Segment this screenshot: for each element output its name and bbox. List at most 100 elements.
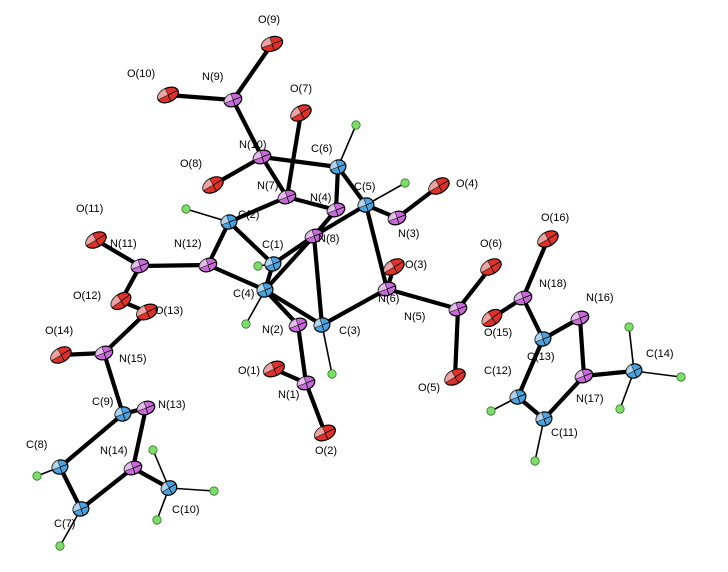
bond-c4-c3 — [262, 287, 325, 328]
hydrogen-atom — [327, 369, 337, 379]
bond-n10-c6 — [259, 154, 341, 170]
atom-label-o16: O(16) — [541, 212, 569, 224]
atom-n12 — [198, 257, 218, 273]
atom-label-o14: O(14) — [45, 325, 73, 337]
atom-label-c2: C(2) — [238, 209, 259, 221]
label-layer: O(9)O(10)N(9)O(7)N(10)C(6)O(8)N(7)N(4)C(… — [26, 14, 674, 530]
bond-n12-c4 — [205, 262, 268, 293]
atom-label-n13: N(13) — [158, 399, 186, 411]
bond-c2-c1 — [226, 219, 276, 267]
atom-label-n12: N(12) — [174, 238, 202, 250]
hydrogen-atom — [351, 120, 361, 130]
atom-label-n5: N(5) — [404, 311, 425, 323]
atom-c3 — [313, 317, 331, 333]
bond-o9-n9 — [230, 41, 275, 103]
bond-c12-c13 — [515, 336, 546, 400]
hydrogen-atom — [676, 372, 686, 382]
bond-c6-c5 — [335, 164, 369, 208]
atom-label-c12: C(12) — [484, 365, 512, 377]
bond-n14-n13 — [130, 405, 149, 471]
atom-label-n2: N(2) — [262, 324, 283, 336]
atom-c10 — [160, 480, 178, 496]
hydrogen-atom — [486, 406, 496, 416]
bond-c3-n8 — [311, 233, 325, 328]
atom-label-n15: N(15) — [119, 353, 147, 365]
atom-c12 — [509, 389, 527, 405]
atom-label-o11: O(11) — [76, 203, 103, 215]
bond-n9-n10 — [230, 97, 265, 160]
atom-label-n1: N(1) — [278, 389, 299, 401]
atom-label-c6: C(6) — [311, 143, 332, 155]
bond-n10-n7 — [259, 154, 290, 200]
atom-n7 — [277, 189, 297, 205]
h-bond-c3 — [321, 324, 333, 375]
atom-label-c3: C(3) — [339, 325, 360, 337]
atom-label-o15: O(15) — [484, 327, 512, 339]
bond-c5-n6 — [363, 202, 390, 292]
atom-n18 — [513, 290, 533, 306]
hydrogen-atom — [241, 319, 251, 329]
bond-c9-c8 — [57, 411, 126, 470]
atom-c1 — [264, 256, 282, 272]
atom-label-n16: N(16) — [586, 292, 614, 304]
atom-label-o3: O(3) — [405, 259, 427, 271]
atom-c4 — [256, 282, 274, 298]
atom-n6 — [377, 281, 397, 297]
bond-n16-n17 — [577, 315, 587, 379]
atom-label-n14: N(14) — [100, 445, 128, 457]
atom-label-o2: O(2) — [315, 445, 337, 457]
atom-label-n7: N(7) — [257, 180, 278, 192]
atom-n9 — [223, 92, 243, 108]
bond-n15-c9 — [101, 350, 126, 417]
hydrogen-atom — [253, 261, 263, 271]
atom-c7 — [72, 501, 90, 517]
bond-n1-o2 — [303, 380, 328, 436]
atom-n5 — [448, 301, 468, 317]
bond-o10-n9 — [165, 92, 236, 103]
bond-n11-o11 — [93, 237, 143, 269]
bond-c5-n8 — [311, 202, 369, 239]
hydrogen-atom — [181, 204, 191, 214]
atom-o15 — [481, 308, 503, 328]
atom-o10 — [157, 86, 179, 104]
atom-label-o10: O(10) — [127, 68, 155, 80]
atom-label-c14: C(14) — [646, 348, 674, 360]
atom-n10 — [252, 149, 272, 165]
hydrogen-atom — [148, 445, 158, 455]
atom-label-n8: N(8) — [318, 233, 339, 245]
atom-o2 — [314, 424, 336, 442]
atom-label-c7: C(7) — [54, 518, 75, 530]
bond-n2-n1 — [295, 322, 309, 386]
atom-n13 — [136, 400, 156, 416]
atom-o6 — [480, 258, 502, 276]
atom-o12 — [110, 291, 132, 311]
atom-label-n6: N(6) — [378, 293, 399, 305]
atom-c14 — [625, 363, 643, 379]
atom-label-c10: C(10) — [172, 504, 200, 516]
atom-o8 — [202, 176, 224, 194]
atom-o11 — [85, 231, 107, 249]
bond-n17-c11 — [541, 373, 587, 422]
atom-label-o9: O(9) — [258, 14, 280, 26]
atom-c8 — [51, 459, 69, 475]
atom-c11 — [535, 411, 553, 427]
atom-label-n11: N(11) — [110, 238, 137, 250]
atom-c5 — [357, 197, 375, 213]
atom-label-o6: O(6) — [480, 238, 502, 250]
atom-label-o1: O(1) — [238, 365, 260, 377]
atom-o13 — [136, 303, 158, 321]
hydrogen-atom — [152, 515, 162, 525]
atom-o14 — [50, 346, 72, 364]
atom-label-o13: O(13) — [155, 305, 183, 317]
atom-n17 — [574, 368, 594, 384]
atom-label-o12: O(12) — [73, 290, 101, 302]
atom-label-o4: O(4) — [456, 178, 478, 190]
atom-o9 — [260, 35, 284, 53]
atom-label-n9: N(9) — [202, 71, 223, 83]
atom-label-n17: N(17) — [576, 393, 604, 405]
atom-n2 — [288, 317, 308, 333]
atom-c2 — [220, 214, 238, 230]
atom-label-c9: C(9) — [92, 396, 113, 408]
bond-n12-n11 — [137, 262, 211, 269]
